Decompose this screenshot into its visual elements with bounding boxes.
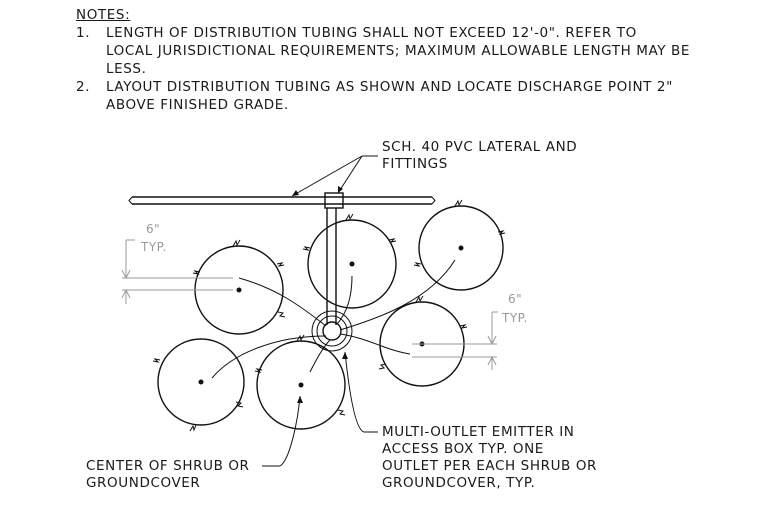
dimension-label: TYP. bbox=[140, 240, 167, 254]
note-number: 1. bbox=[76, 25, 91, 41]
callout-text: OUTLET PER EACH SHRUB OR bbox=[382, 458, 597, 474]
callout-pvc: SCH. 40 PVC LATERAL AND FITTINGS bbox=[291, 139, 577, 197]
note-line: LAYOUT DISTRIBUTION TUBING AS SHOWN AND … bbox=[106, 79, 673, 95]
note-line: ABOVE FINISHED GRADE. bbox=[106, 97, 289, 113]
note-line: LENGTH OF DISTRIBUTION TUBING SHALL NOT … bbox=[106, 25, 637, 41]
shrub-circle bbox=[307, 219, 397, 309]
note-number: 2. bbox=[76, 79, 91, 95]
notes-title: NOTES: bbox=[76, 7, 131, 23]
shrub-circle bbox=[256, 340, 346, 430]
note-text: LENGTH OF DISTRIBUTION TUBING SHALL NOT … bbox=[106, 24, 736, 78]
callout-shrub-center: CENTER OF SHRUB OR GROUNDCOVER bbox=[86, 395, 303, 491]
shrub-circle bbox=[418, 205, 504, 291]
dimension-label: TYP. bbox=[501, 311, 528, 325]
pvc-lateral bbox=[128, 196, 436, 205]
note-line: LOCAL JURISDICTIONAL REQUIREMENTS; MAXIM… bbox=[106, 43, 691, 59]
dimension-label: 6" bbox=[508, 292, 522, 306]
callout-text: ACCESS BOX TYP. ONE bbox=[382, 441, 544, 457]
note-item: 1. LENGTH OF DISTRIBUTION TUBING SHALL N… bbox=[76, 24, 736, 78]
note-item: 2. LAYOUT DISTRIBUTION TUBING AS SHOWN A… bbox=[76, 78, 736, 114]
callout-text: CENTER OF SHRUB OR bbox=[86, 458, 250, 474]
tee-fitting bbox=[324, 192, 344, 325]
dimension-label: 6" bbox=[146, 222, 160, 236]
emitter-access-box bbox=[311, 310, 353, 352]
dimension-right: 6" TYP. bbox=[412, 292, 528, 370]
note-text: LAYOUT DISTRIBUTION TUBING AS SHOWN AND … bbox=[106, 78, 736, 114]
shrub-circle bbox=[157, 338, 245, 426]
callout-emitter: MULTI-OUTLET EMITTER IN ACCESS BOX TYP. … bbox=[342, 351, 597, 491]
callout-text: GROUNDCOVER bbox=[86, 475, 200, 491]
notes-block: NOTES: 1. LENGTH OF DISTRIBUTION TUBING … bbox=[76, 6, 736, 114]
callout-text: SCH. 40 PVC LATERAL AND bbox=[382, 139, 577, 155]
callout-text: GROUNDCOVER, TYP. bbox=[382, 475, 535, 491]
callout-text: FITTINGS bbox=[382, 156, 448, 172]
callout-text: MULTI-OUTLET EMITTER IN bbox=[382, 424, 575, 440]
distribution-tubing bbox=[211, 259, 456, 379]
dimension-left: 6" TYP. bbox=[121, 222, 233, 304]
note-line: LESS. bbox=[106, 61, 147, 77]
